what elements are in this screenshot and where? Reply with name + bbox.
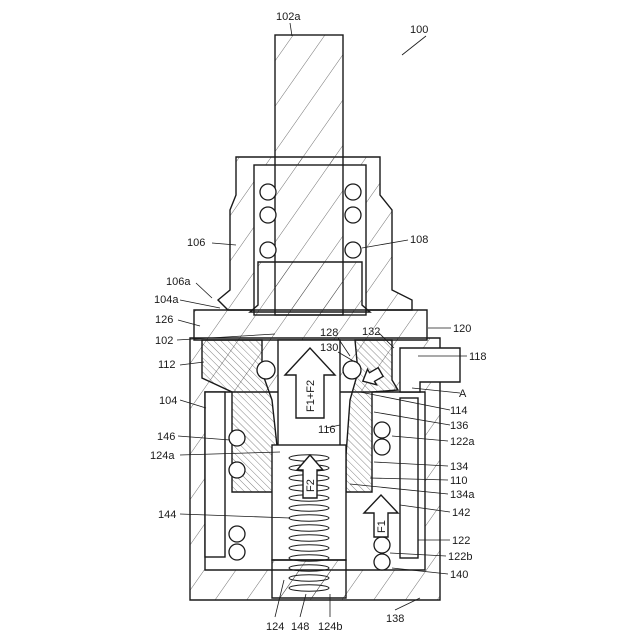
label-104a: 104a xyxy=(154,294,179,306)
label-134a: 134a xyxy=(450,489,475,501)
contact-ball-left xyxy=(257,361,275,379)
label-124a: 124a xyxy=(150,450,175,462)
label-120: 120 xyxy=(453,323,471,335)
label-138: 138 xyxy=(386,613,404,625)
label-118: 118 xyxy=(469,351,487,363)
force-label-f1f2: F1+F2 xyxy=(305,380,317,412)
label-112: 112 xyxy=(158,359,176,371)
label-148: 148 xyxy=(291,621,309,633)
label-134: 134 xyxy=(450,461,468,473)
contact-ball-right xyxy=(343,361,361,379)
label-144: 144 xyxy=(158,509,176,521)
label-130: 130 xyxy=(320,342,338,354)
label-108: 108 xyxy=(410,234,428,246)
label-100: 100 xyxy=(410,24,428,36)
label-126: 126 xyxy=(155,314,173,326)
force-label-f2: F2 xyxy=(305,479,317,492)
left-guide-slot xyxy=(205,392,225,557)
label-124: 124 xyxy=(266,621,284,633)
label-124b: 124b xyxy=(318,621,342,633)
label-114: 114 xyxy=(450,405,468,417)
label-A: A xyxy=(459,388,467,400)
label-136: 136 xyxy=(450,420,468,432)
label-142: 142 xyxy=(452,507,470,519)
label-122b: 122b xyxy=(448,551,472,563)
label-116: 116 xyxy=(318,424,336,436)
label-122: 122 xyxy=(452,535,470,547)
spring-cup xyxy=(272,560,346,598)
shaft-shoulder xyxy=(250,262,370,312)
label-132: 132 xyxy=(362,326,380,338)
label-122a: 122a xyxy=(450,436,475,448)
label-128: 128 xyxy=(320,327,338,339)
label-106a: 106a xyxy=(166,276,191,288)
label-104: 104 xyxy=(159,395,177,407)
right-guide-slot xyxy=(400,398,418,558)
force-label-f1: F1 xyxy=(376,520,388,533)
label-110: 110 xyxy=(450,475,468,487)
label-140: 140 xyxy=(450,569,468,581)
label-106: 106 xyxy=(187,237,205,249)
label-146: 146 xyxy=(157,431,175,443)
label-102: 102 xyxy=(155,335,173,347)
label-102a: 102a xyxy=(276,11,301,23)
